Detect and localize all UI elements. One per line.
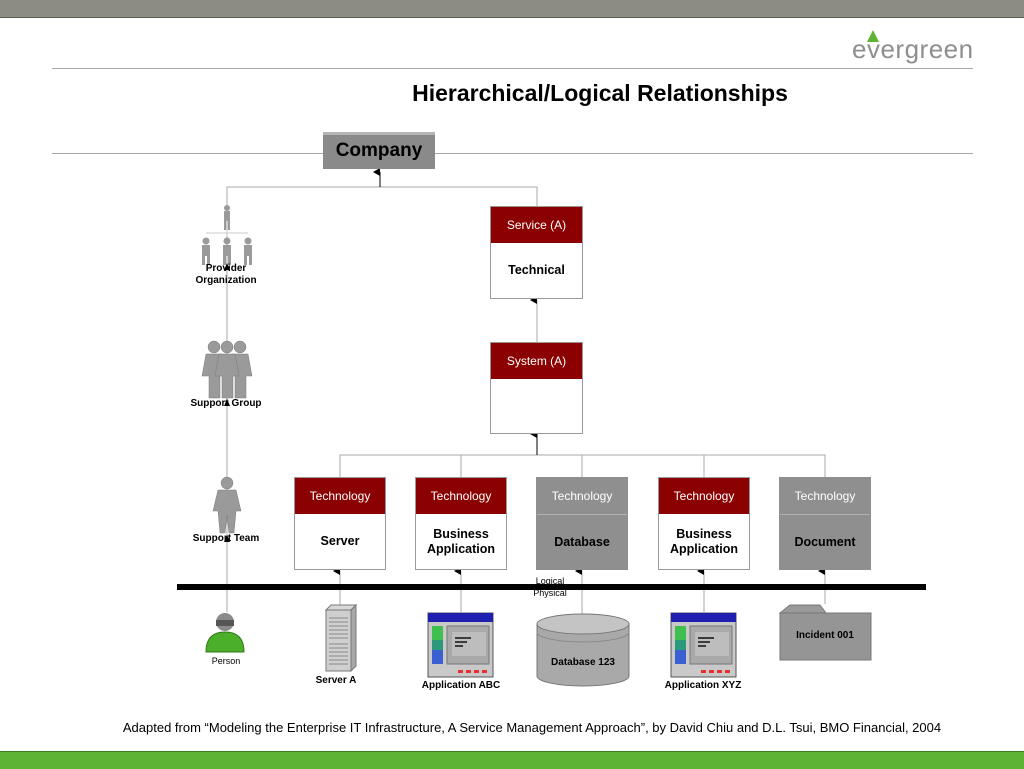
incident-folder-icon — [778, 604, 872, 661]
technology-box-business-application: Technology Business Application — [415, 477, 507, 570]
application-xyz-label: Application XYZ — [664, 680, 742, 691]
technology-header: Technology — [416, 478, 506, 514]
bottom-bar — [0, 751, 1024, 769]
technology-box-database: Technology Database — [536, 477, 628, 570]
server-a-label: Server A — [315, 675, 357, 686]
technology-box-business-application-2: Technology Business Application — [658, 477, 750, 570]
technology-body: Business Application — [669, 526, 739, 556]
service-body: Technical — [508, 263, 565, 277]
technology-header: Technology — [295, 478, 385, 514]
technology-header: Technology — [537, 478, 627, 515]
technology-body: Database — [554, 535, 610, 549]
technology-body: Server — [320, 534, 360, 548]
citation-footer: Adapted from “Modeling the Enterprise IT… — [122, 720, 942, 735]
header-divider — [52, 68, 973, 69]
incident-001-label: Incident 001 — [796, 630, 854, 641]
top-bar — [0, 0, 1024, 18]
evergreen-logo: evergreen — [852, 30, 977, 64]
support-team-icon — [212, 477, 242, 534]
application-abc-icon — [427, 612, 494, 678]
support-group-label: Support Group — [190, 398, 262, 409]
technology-header: Technology — [659, 478, 749, 514]
physical-label: Physical — [533, 588, 567, 598]
company-box: Company — [323, 132, 435, 169]
provider-organization-icon — [202, 205, 252, 265]
logical-label: Logical — [535, 576, 565, 586]
application-xyz-icon — [670, 612, 737, 678]
service-box: Service (A) Technical — [490, 206, 583, 299]
logo-text: evergreen — [852, 34, 974, 64]
application-abc-label: Application ABC — [421, 680, 501, 691]
provider-organization-label: Provider Organization — [195, 263, 257, 286]
technology-box-document: Technology Document — [779, 477, 871, 570]
database-icon — [536, 613, 630, 687]
service-header: Service (A) — [491, 207, 582, 243]
system-box: System (A) — [490, 342, 583, 434]
technology-body: Business Application — [426, 526, 496, 556]
technology-box-server: Technology Server — [294, 477, 386, 570]
person-label: Person — [211, 656, 241, 666]
technology-header: Technology — [780, 478, 870, 515]
server-icon — [324, 604, 357, 672]
leaf-icon — [867, 30, 879, 42]
page-title: Hierarchical/Logical Relationships — [412, 80, 788, 106]
person-icon — [205, 613, 245, 653]
technology-body: Document — [794, 535, 856, 549]
support-team-label: Support Team — [192, 533, 260, 544]
database-123-label: Database 123 — [551, 657, 615, 668]
system-header: System (A) — [491, 343, 582, 379]
company-divider — [52, 153, 973, 154]
support-group-icon — [201, 340, 253, 399]
